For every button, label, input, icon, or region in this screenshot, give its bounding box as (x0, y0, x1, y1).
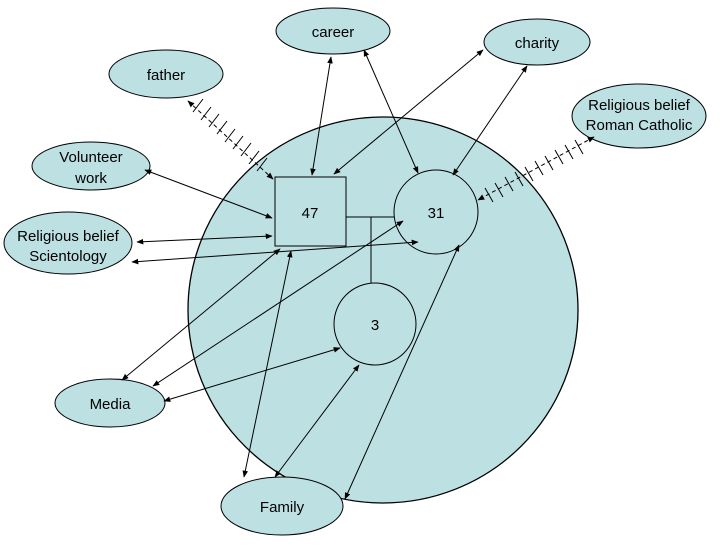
roman-catholic-31-stress-link (477, 136, 595, 203)
religious-scientology-label-2: Scientology (29, 248, 107, 265)
media-label: Media (90, 396, 132, 413)
volunteer-work-node (31, 141, 151, 191)
career-47-link (310, 56, 333, 176)
charity-label: charity (515, 35, 560, 52)
family-31-link (344, 244, 460, 500)
career-label: career (312, 24, 355, 41)
person-3-label: 3 (371, 317, 379, 334)
family-label: Family (260, 499, 305, 516)
religious-roman-catholic-label-1: Religious belief (588, 97, 691, 114)
religious-roman-catholic-label-2: Roman Catholic (586, 117, 693, 134)
charity-31-link (452, 65, 528, 176)
career-node (275, 7, 391, 55)
father-label: father (147, 67, 185, 84)
father-node (108, 49, 224, 99)
father-47-stress-link (187, 98, 274, 180)
religious-roman-catholic-node (571, 83, 707, 149)
charity-node (483, 18, 591, 66)
religious-scientology-label-1: Religious belief (17, 228, 120, 245)
person-47-label: 47 (302, 205, 319, 222)
family-47-link (242, 250, 293, 478)
volunteer-47-link (144, 169, 273, 219)
volunteer-work-label-2: work (74, 170, 107, 187)
media-node (54, 378, 166, 428)
person-31-label: 31 (428, 205, 445, 222)
volunteer-work-label-1: Volunteer (59, 149, 122, 166)
